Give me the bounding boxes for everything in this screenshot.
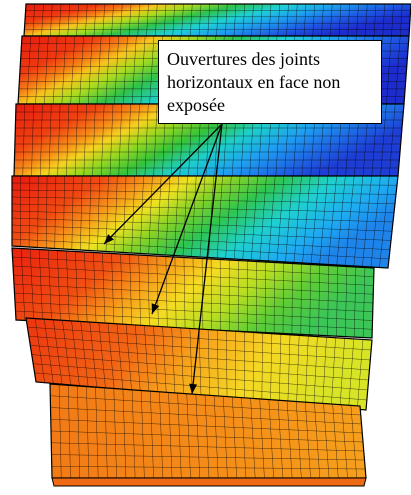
wall-base-face: [52, 478, 366, 486]
masonry-course-1: [24, 4, 411, 36]
annotation-callout-box: Ouvertures des joints horizontaux en fac…: [158, 40, 382, 124]
